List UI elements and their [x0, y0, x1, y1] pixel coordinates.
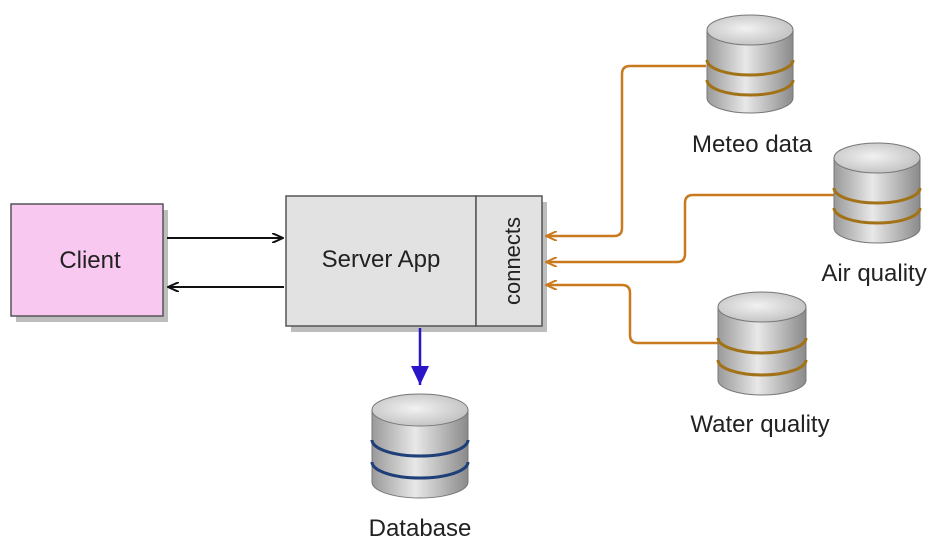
client-box	[10, 203, 164, 317]
air-quality-label: Air quality	[821, 260, 926, 287]
meteo-label: Meteo data	[692, 131, 813, 158]
server-node: Server App connects	[285, 195, 547, 332]
water-quality-label: Water quality	[690, 411, 829, 438]
meteo-database-icon	[705, 14, 795, 114]
connects-label: connects	[500, 217, 525, 305]
water-to-connects-connector	[546, 285, 718, 345]
database-icon	[370, 393, 470, 499]
server-label: Server App	[322, 246, 441, 273]
connects-box	[475, 195, 543, 327]
client-label: Client	[59, 247, 121, 274]
database-label: Database	[369, 515, 472, 542]
client-node: Client	[10, 203, 168, 322]
air-to-connects-connector	[546, 193, 834, 262]
air-quality-database-icon	[832, 142, 922, 244]
meteo-to-connects-connector	[546, 64, 706, 236]
water-quality-database-icon	[716, 291, 808, 396]
